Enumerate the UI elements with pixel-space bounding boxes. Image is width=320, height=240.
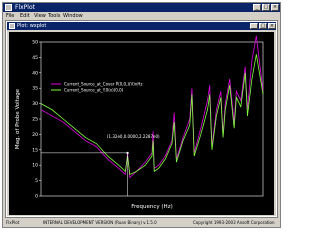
y-tick-label: 25 (32, 117, 38, 123)
y-tick-label: 15 (32, 147, 38, 153)
maximize-button[interactable]: □ (262, 4, 270, 11)
plot-minimize-button[interactable]: _ (250, 23, 258, 29)
status-left: FlxPlot (6, 220, 20, 225)
y-tick-label: 35 (32, 86, 38, 92)
y-tick-label: 10 (32, 163, 38, 169)
series-line-1 (40, 35, 264, 179)
menu-tools[interactable]: Tools (48, 13, 61, 19)
y-tick-label: 40 (32, 70, 38, 76)
plot-maximize-button[interactable]: □ (259, 23, 267, 29)
plot-window-title: Plot: wxplot (17, 23, 47, 29)
app-titlebar: FlxPlot _ □ × (3, 3, 280, 12)
menu-window[interactable]: Window (63, 13, 83, 19)
series-line-2 (40, 54, 264, 176)
plot-close-button[interactable]: × (268, 23, 276, 29)
legend-label: Current_Source_at_Y.0(x)(0,0) (64, 88, 124, 93)
marker-point[interactable] (126, 151, 129, 154)
plot-window-titlebar: Plot: wxplot _ □ × (7, 22, 276, 30)
marker-annotation: (1.32e0,0.0000,2.2287e0) (107, 134, 160, 139)
plot-frame (40, 41, 264, 197)
y-axis-label: Mag. of Probe Voltage (15, 88, 21, 149)
close-button[interactable]: × (271, 4, 279, 11)
y-tick-label: 20 (32, 132, 38, 138)
status-copyright: Copyright 1993-2003 Ansoft Corporation (193, 220, 275, 225)
y-tick-label: 0 (35, 194, 38, 200)
app-window: FlxPlot _ □ × File Edit View Tools Windo… (2, 2, 281, 228)
legend-label: Current_Source_at_Cover P(0,0,)(V)nHz (64, 82, 142, 87)
app-icon (5, 4, 12, 11)
status-version: INTERNAL DEVELOPMENT VERSION (Ruan Binar… (43, 220, 157, 225)
minimize-button[interactable]: _ (253, 4, 261, 11)
menu-view[interactable]: View (34, 13, 46, 19)
y-tick-label: 5 (35, 178, 38, 184)
y-tick-label: 50 (32, 40, 38, 46)
statusbar: FlxPlot INTERNAL DEVELOPMENT VERSION (Ru… (3, 219, 280, 227)
menu-edit[interactable]: Edit (20, 13, 30, 19)
y-tick-label: 45 (32, 55, 38, 61)
x-axis-label: Frequency (Hz) (131, 204, 172, 210)
y-tick-label: 30 (32, 101, 38, 107)
plot-window-icon (9, 23, 15, 29)
menu-file[interactable]: File (6, 13, 15, 19)
menubar: File Edit View Tools Window (3, 12, 280, 20)
app-title: FlxPlot (15, 4, 35, 11)
